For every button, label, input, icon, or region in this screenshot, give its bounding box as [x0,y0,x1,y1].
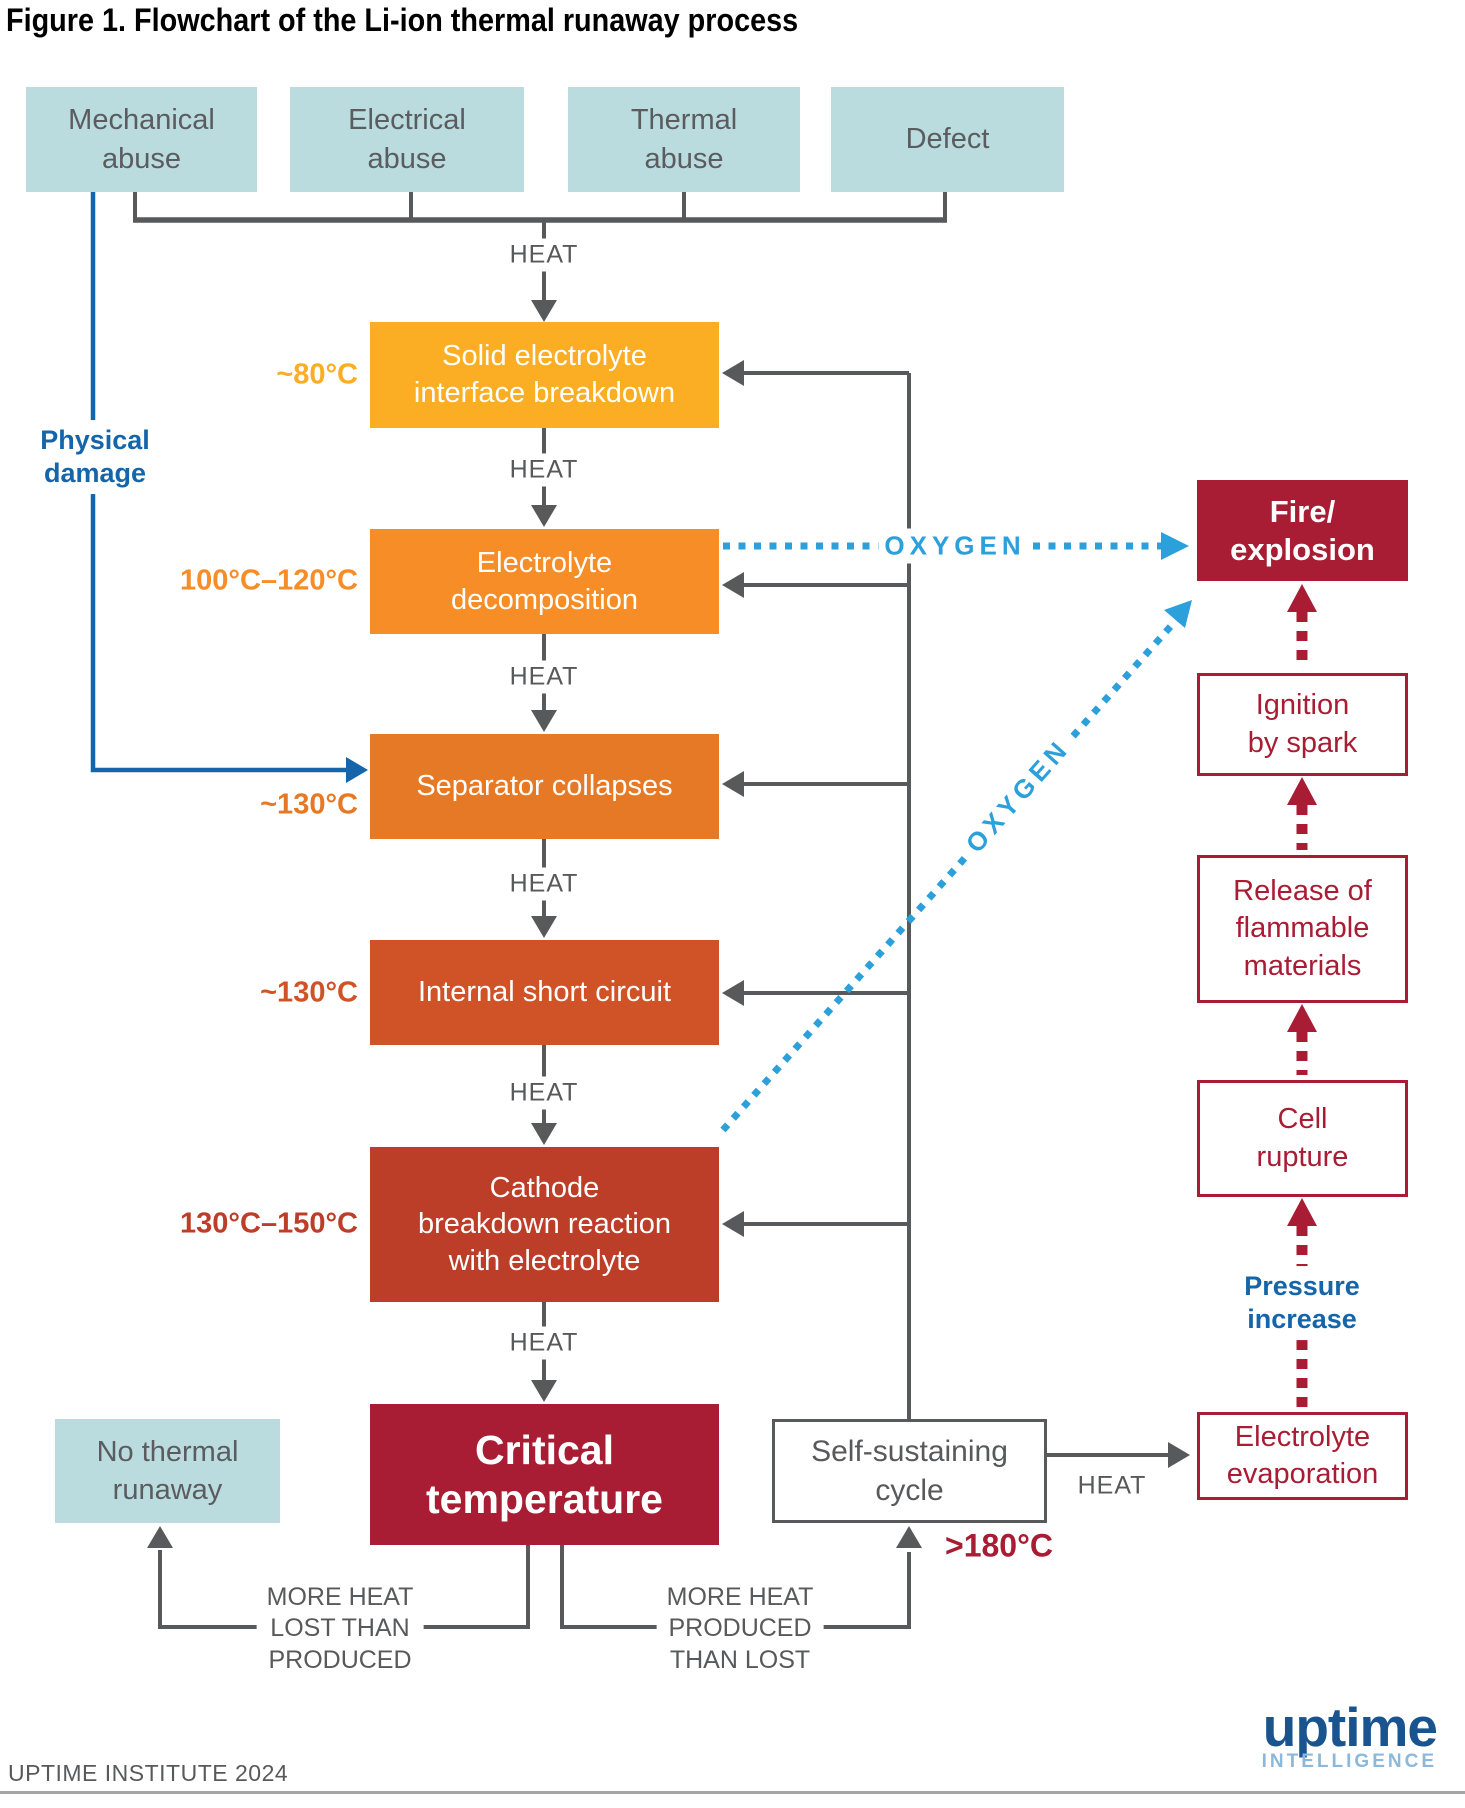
temp-internal-short-circuit: ~130°C [260,976,358,1009]
heat-label-4: HEAT [502,1076,586,1110]
box-defect: Defect [831,87,1064,192]
box-cell-rupture: Cell rupture [1197,1080,1408,1197]
temp-separator-collapses: ~130°C [260,788,358,821]
heat-label-2: HEAT [502,660,586,694]
box-critical-temperature: Critical temperature [370,1404,719,1545]
self-sustaining-threshold: >180°C [945,1527,1053,1564]
uptime-logo-wordmark: uptime [1262,1696,1438,1758]
oxygen-arrowheads [1161,532,1192,628]
box-separator-collapses: Separator collapses [370,734,719,839]
box-release-flammable-materials: Release of flammable materials [1197,855,1408,1003]
box-internal-short-circuit: Internal short circuit [370,940,719,1045]
footer-divider [0,1791,1465,1794]
temp-electrolyte-decomposition: 100°C–120°C [180,564,358,597]
box-no-thermal-runaway: No thermal runaway [55,1419,280,1523]
box-mechanical-abuse: Mechanical abuse [26,87,257,192]
uptime-logo-intelligence: INTELLIGENCE [1261,1751,1437,1772]
box-cathode-breakdown: Cathode breakdown reaction with electrol… [370,1147,719,1302]
pressure-increase-label: Pressure increase [1238,1266,1366,1340]
red-arrowheads [1287,584,1317,1226]
heat-label-top: HEAT [502,238,586,272]
box-self-sustaining-cycle: Self-sustaining cycle [772,1419,1047,1523]
box-electrolyte-evaporation: Electrolyte evaporation [1197,1412,1408,1500]
gray-arrowheads [147,300,1190,1548]
heat-label-cycle: HEAT [1070,1469,1154,1503]
box-electrical-abuse: Electrical abuse [290,87,524,192]
heat-label-5: HEAT [502,1326,586,1360]
box-sei-breakdown: Solid electrolyte interface breakdown [370,322,719,428]
box-electrolyte-decomposition: Electrolyte decomposition [370,529,719,634]
figure-title: Figure 1. Flowchart of the Li-ion therma… [6,2,799,38]
temp-sei: ~80°C [276,358,358,391]
more-heat-produced-label: MORE HEAT PRODUCED THAN LOST [656,1580,824,1678]
physical-damage-label: Physical damage [4,420,186,494]
box-fire-explosion: Fire/ explosion [1197,480,1408,581]
footer-credit: UPTIME INSTITUTE 2024 [8,1760,289,1786]
oxygen-dotted-lines [720,542,1182,1133]
more-heat-lost-label: MORE HEAT LOST THAN PRODUCED [256,1580,424,1678]
box-ignition-by-spark: Ignition by spark [1197,673,1408,776]
heat-label-1: HEAT [502,453,586,487]
temp-cathode-breakdown: 130°C–150°C [180,1207,358,1240]
physical-damage-line [90,192,368,783]
uptime-logo: uptime INTELLIGENCE [1261,1696,1438,1773]
box-thermal-abuse: Thermal abuse [568,87,800,192]
heat-label-3: HEAT [502,867,586,901]
oxygen-label-horizontal: OXYGEN [878,528,1032,564]
